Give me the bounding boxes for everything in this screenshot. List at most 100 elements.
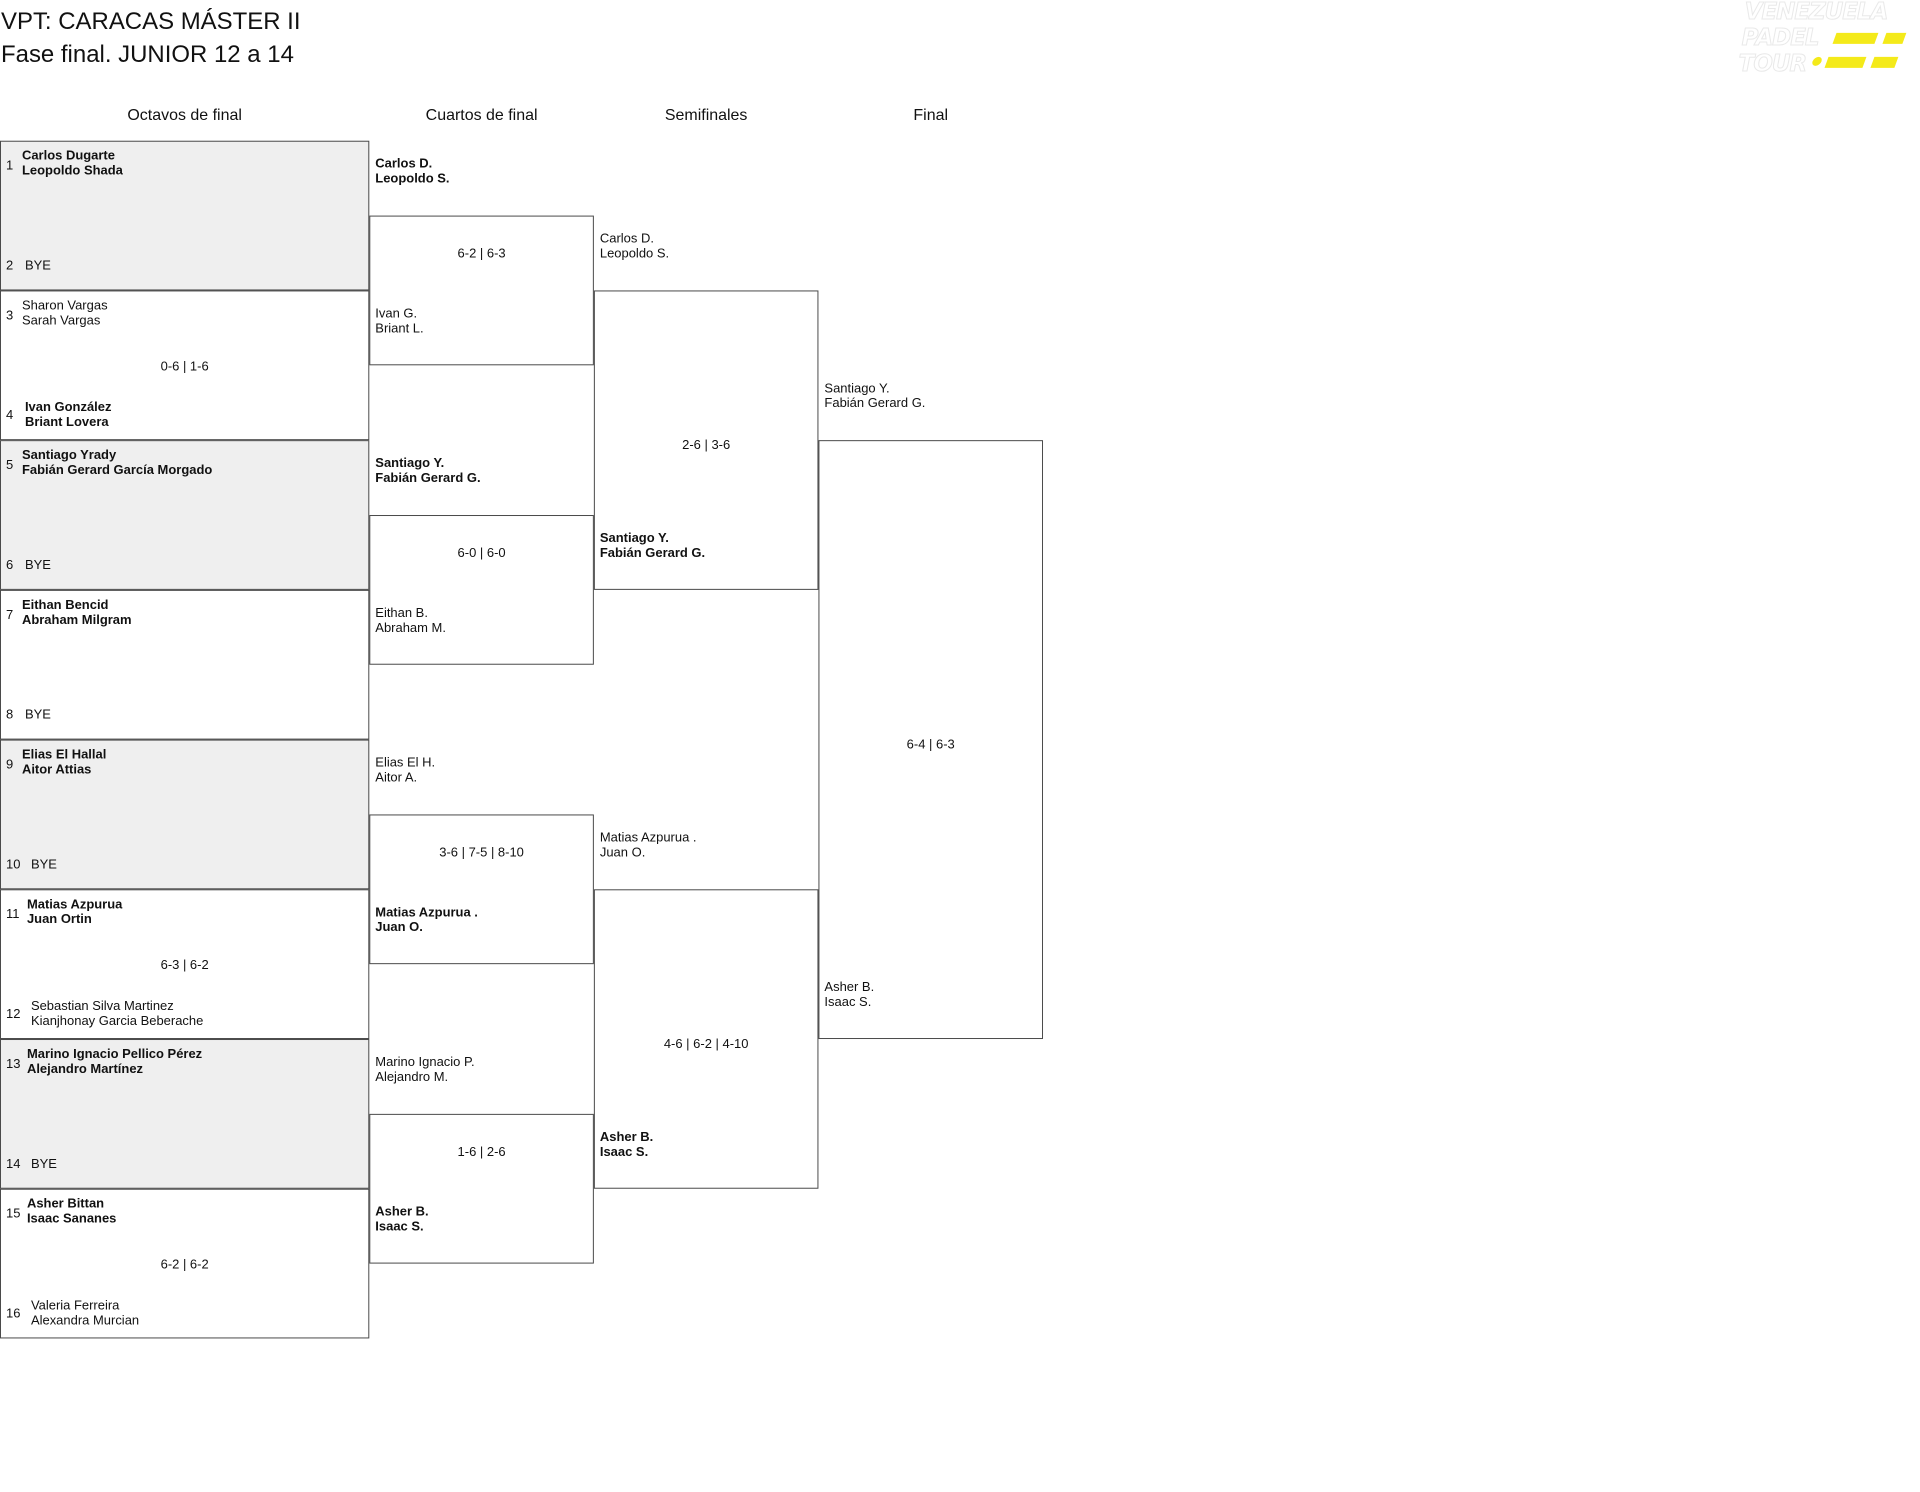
match-box-r16 — [0, 589, 370, 740]
match-box-qf — [369, 215, 594, 366]
seed-number: 11 — [5, 906, 20, 922]
team-entry: Asher B.Isaac S. — [375, 1204, 428, 1234]
round-header-final: Final — [913, 106, 949, 124]
team-entry-player: Asher Bittan — [26, 1195, 105, 1211]
team-entry-player: Fabián Gerard G. — [824, 395, 926, 411]
team-entry: Carlos D.Leopoldo S. — [600, 231, 669, 261]
team-entry-player: Isaac S. — [599, 1143, 649, 1159]
team-entry-player: Isaac S. — [375, 1218, 424, 1234]
team-entry: Matias Azpurua .Juan O. — [375, 904, 478, 934]
team-entry-player: Leopoldo S. — [375, 170, 450, 186]
seed-number: 7 — [5, 606, 14, 622]
team-entry-player: Matias Azpurua . — [375, 904, 478, 920]
team-entry-player: Santiago Y. — [599, 529, 669, 545]
team-entry-player: Santiago Y. — [375, 455, 445, 471]
team-entry-player: Elias El H. — [375, 754, 436, 770]
team-entry-player: BYE — [24, 706, 51, 722]
match-score: 6-4 | 6-3 — [906, 736, 955, 752]
team-entry: BYE — [31, 856, 57, 871]
match-score: 6-3 | 6-2 — [160, 957, 209, 973]
team-entry: BYE — [25, 707, 51, 722]
match-box-r16 — [0, 290, 370, 441]
team-entry-player: Aitor Attias — [21, 761, 92, 777]
team-entry-player: Valeria Ferreira — [30, 1297, 120, 1313]
team-entry-player: BYE — [30, 1155, 57, 1171]
team-entry-player: Isaac S. — [824, 994, 872, 1010]
team-entry: BYE — [25, 557, 51, 572]
match-score: 6-2 | 6-2 — [160, 1256, 209, 1272]
team-entry: Carlos D.Leopoldo S. — [375, 156, 449, 186]
team-entry-player: Ivan G. — [375, 305, 418, 321]
round-header-semifinales: Semifinales — [664, 106, 748, 124]
seed-number: 15 — [5, 1205, 21, 1221]
team-entry-player: Eithan Bencid — [21, 596, 109, 612]
team-entry-player: BYE — [24, 556, 51, 572]
team-entry-player: Leopoldo S. — [599, 245, 670, 261]
team-entry-player: Sarah Vargas — [21, 312, 101, 328]
team-entry: Asher B.Isaac S. — [600, 1129, 653, 1159]
team-entry-player: Asher B. — [824, 979, 875, 995]
team-entry-player: Carlos D. — [375, 155, 433, 171]
team-entry-player: Asher B. — [599, 1128, 654, 1144]
seed-number: 14 — [5, 1155, 21, 1171]
team-entry: Santiago Y.Fabián Gerard G. — [600, 530, 705, 560]
team-entry-player: Asher B. — [375, 1203, 429, 1219]
team-entry-player: Eithan B. — [375, 604, 428, 620]
page-title: VPT: CARACAS MÁSTER II — [0, 7, 301, 35]
seed-number: 9 — [5, 756, 14, 772]
match-box-sf — [593, 889, 819, 1189]
match-score: 1-6 | 2-6 — [457, 1143, 506, 1159]
team-entry-player: Santiago Y. — [824, 380, 890, 396]
seed-number: 4 — [5, 407, 14, 423]
seed-number: 13 — [5, 1055, 21, 1071]
team-entry-player: Ivan González — [24, 399, 112, 415]
team-entry-player: BYE — [24, 257, 51, 273]
team-entry-player: Juan O. — [599, 844, 646, 860]
match-score: 6-0 | 6-0 — [457, 544, 506, 560]
team-entry-player: Sebastian Silva Martinez — [30, 998, 174, 1014]
team-entry-player: Juan O. — [375, 919, 423, 935]
team-entry-player: Fabián Gerard García Morgado — [21, 462, 213, 478]
round-header-octavos: Octavos de final — [127, 106, 242, 124]
match-box-qf — [369, 515, 594, 665]
team-entry: Ivan G.Briant L. — [375, 305, 423, 335]
match-box-qf — [369, 814, 594, 965]
seed-number: 2 — [5, 257, 14, 273]
team-entry: BYE — [25, 258, 51, 273]
seed-number: 10 — [5, 856, 21, 872]
team-entry-player: Sharon Vargas — [21, 297, 108, 313]
team-entry-player: Alejandro M. — [375, 1068, 449, 1084]
match-score: 3-6 | 7-5 | 8-10 — [439, 844, 524, 860]
team-entry: Elias El H.Aitor A. — [375, 755, 435, 785]
team-entry-player: Marino Ignacio Pellico Pérez — [26, 1046, 203, 1061]
team-entry-player: Alexandra Murcian — [30, 1312, 140, 1328]
match-score: 6-2 | 6-3 — [457, 245, 506, 261]
team-entry-player: Matias Azpurua . — [599, 829, 697, 845]
team-entry-player: Santiago Yrady — [21, 447, 117, 463]
team-entry: Asher B.Isaac S. — [824, 979, 874, 1009]
match-score: 2-6 | 3-6 — [682, 437, 731, 453]
team-entry-player: Alejandro Martínez — [26, 1060, 144, 1076]
team-entry-player: Abraham M. — [375, 619, 446, 635]
match-box-r16 — [0, 440, 370, 590]
team-entry-player: Carlos Dugarte — [21, 147, 115, 163]
team-entry-player: Briant L. — [375, 320, 424, 336]
team-entry: Santiago Y.Fabián Gerard G. — [824, 380, 925, 410]
team-entry: Santiago Y.Fabián Gerard G. — [375, 455, 480, 485]
seed-number: 3 — [5, 307, 14, 323]
seed-number: 5 — [5, 457, 14, 473]
team-entry-player: Aitor A. — [375, 769, 418, 785]
match-box-qf — [369, 1113, 594, 1264]
match-box-final — [818, 440, 1044, 1040]
seed-number: 8 — [5, 706, 14, 722]
match-box-r16 — [0, 1188, 370, 1339]
match-score: 4-6 | 6-2 | 4-10 — [663, 1036, 749, 1051]
team-entry-player: Isaac Sananes — [26, 1210, 117, 1226]
page-subtitle: Fase final. JUNIOR 12 a 14 — [0, 40, 294, 68]
